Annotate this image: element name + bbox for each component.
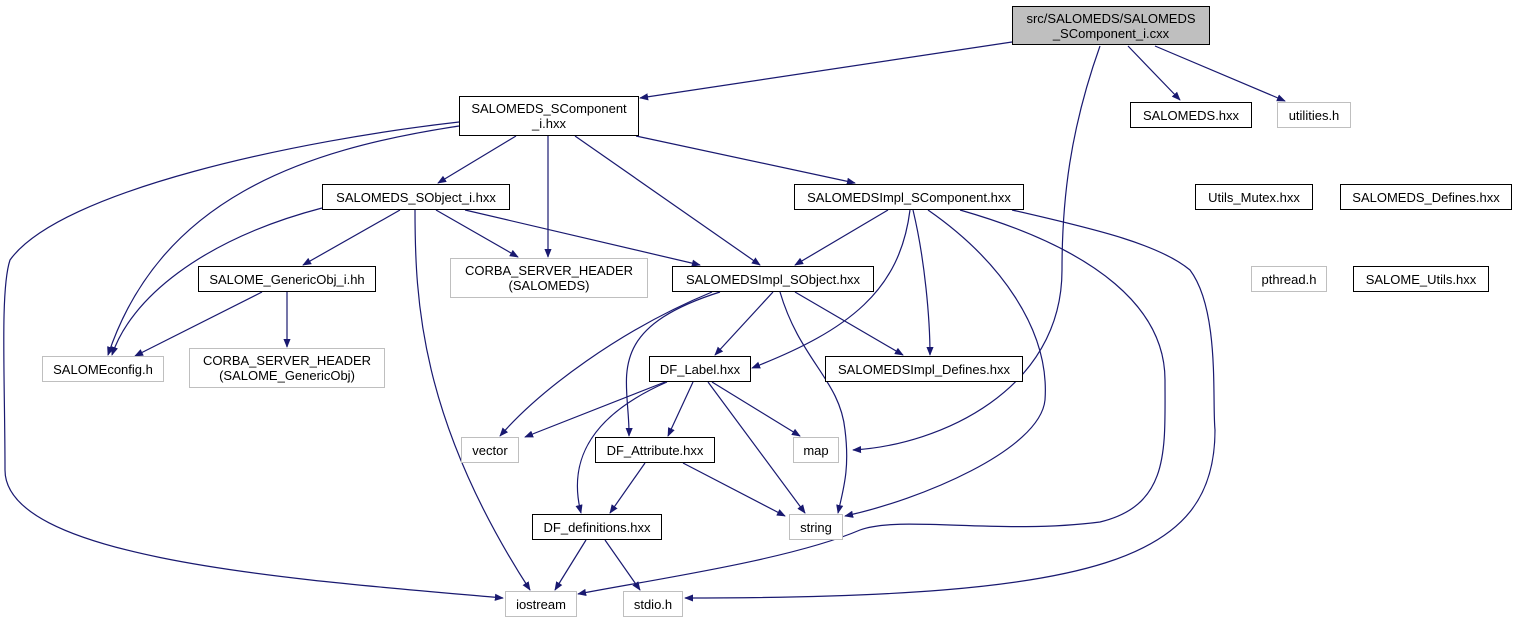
node-vector: vector	[461, 437, 519, 463]
node-df-label-hxx[interactable]: DF_Label.hxx	[649, 356, 751, 382]
node-utils-mutex-hxx[interactable]: Utils_Mutex.hxx	[1195, 184, 1313, 210]
edge-root-salomeds-hxx	[1127, 45, 1181, 101]
edge-impl-scomponent-string	[844, 209, 1046, 518]
edge-df-label-df-definitions	[575, 381, 668, 514]
node-salomeds-hxx[interactable]: SALOMEDS.hxx	[1130, 102, 1252, 128]
edge-df-definitions-stdio	[604, 539, 641, 591]
node-map: map	[793, 437, 839, 463]
node-impl-sobject-hxx[interactable]: SALOMEDSImpl_SObject.hxx	[672, 266, 874, 292]
node-impl-defines-hxx[interactable]: SALOMEDSImpl_Defines.hxx	[825, 356, 1023, 382]
node-corba-salomeds: CORBA_SERVER_HEADER (SALOMEDS)	[450, 258, 648, 298]
edge-impl-sobject-vector	[499, 291, 713, 437]
edge-df-label-vector	[524, 381, 666, 438]
edge-sobject-i-iostream	[414, 209, 531, 591]
edge-genericobj-salomeconfig	[134, 291, 263, 357]
edge-impl-scomponent-df-label	[751, 209, 911, 369]
edge-df-attribute-string	[682, 462, 786, 517]
node-salomeconfig-h: SALOMEconfig.h	[42, 356, 164, 382]
edge-impl-sobject-df-label	[714, 291, 774, 356]
edge-root-scomponent-i	[639, 41, 1013, 101]
edge-scomponent-i-impl-sobject	[574, 135, 761, 266]
edge-scomponent-i-salomeconfig	[107, 125, 460, 356]
edge-root-utilities	[1154, 45, 1286, 102]
edge-impl-scomponent-iostream	[577, 209, 1166, 596]
edge-impl-sobject-impl-defines	[794, 291, 904, 356]
node-impl-scomponent-hxx[interactable]: SALOMEDSImpl_SComponent.hxx	[794, 184, 1024, 210]
edge-sobject-i-impl-sobject	[464, 209, 701, 267]
node-salome-utils-hxx[interactable]: SALOME_Utils.hxx	[1353, 266, 1489, 292]
edge-df-label-map	[711, 381, 801, 437]
node-df-attribute-hxx[interactable]: DF_Attribute.hxx	[595, 437, 715, 463]
edge-impl-scomponent-impl-sobject	[794, 209, 889, 266]
edge-scomponent-i-impl-scomponent	[635, 135, 856, 185]
node-scomponent-i-hxx[interactable]: SALOMEDS_SComponent _i.hxx	[459, 96, 639, 136]
edge-impl-scomponent-impl-defines	[912, 209, 934, 356]
edge-df-definitions-iostream	[554, 539, 587, 591]
node-sobject-i-hxx[interactable]: SALOMEDS_SObject_i.hxx	[322, 184, 510, 210]
edge-sobject-i-corba	[435, 209, 519, 258]
edge-sobject-i-salomeconfig	[111, 207, 323, 356]
edge-df-attribute-df-definitions	[609, 462, 646, 514]
node-stdio-h: stdio.h	[623, 591, 683, 617]
node-df-definitions-hxx[interactable]: DF_definitions.hxx	[532, 514, 662, 540]
node-root-file: src/SALOMEDS/SALOMEDS _SComponent_i.cxx	[1012, 6, 1210, 45]
node-salomeds-defines-hxx[interactable]: SALOMEDS_Defines.hxx	[1340, 184, 1512, 210]
edge-root-map	[852, 45, 1101, 454]
edge-impl-sobject-df-attribute	[625, 291, 721, 437]
edge-df-label-string	[707, 381, 806, 514]
node-iostream: iostream	[505, 591, 577, 617]
node-string: string	[789, 514, 843, 540]
node-utilities-h: utilities.h	[1277, 102, 1351, 128]
edge-impl-scomponent-stdio	[684, 209, 1216, 602]
edge-df-label-df-attribute	[667, 381, 694, 437]
edge-impl-sobject-string	[779, 291, 848, 514]
node-pthread-h: pthread.h	[1251, 266, 1327, 292]
edge-scomponent-i-iostream	[3, 121, 504, 601]
node-corba-genericobj: CORBA_SERVER_HEADER (SALOME_GenericObj)	[189, 348, 385, 388]
node-genericobj-i-hh[interactable]: SALOME_GenericObj_i.hh	[198, 266, 376, 292]
edge-sobject-i-genericobj	[302, 209, 401, 266]
edge-scomponent-i-sobject-i	[437, 135, 517, 184]
